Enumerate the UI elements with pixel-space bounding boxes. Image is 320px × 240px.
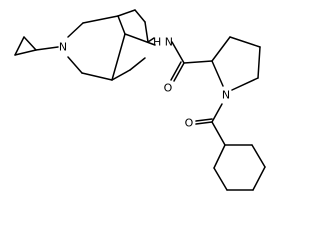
amide-nh-label: H N (153, 36, 173, 49)
amide-oxygen-label: O (164, 82, 173, 95)
pyrrolidine-nitrogen-label: N (222, 89, 230, 102)
svg-text:O: O (185, 117, 194, 130)
molecule-diagram: N H N O N O (14, 9, 266, 191)
azabicyclo-cage (67, 9, 156, 81)
cyclopropyl-ring (14, 36, 37, 56)
cyclopropyl-n-bond (35, 46, 59, 51)
acyl-oxygen-label: O (185, 117, 194, 130)
svg-text:N: N (222, 89, 230, 102)
ring-nitrogen-label: N (59, 41, 67, 54)
cyclohexanecarbonyl (195, 103, 226, 146)
amide-linkage (170, 41, 213, 82)
svg-text:H N: H N (153, 36, 173, 49)
cyclohexane-ring (213, 144, 266, 191)
cage-nh-bond (147, 37, 155, 43)
pyrrolidine-ring (211, 36, 261, 91)
svg-text:O: O (164, 82, 173, 95)
svg-text:N: N (59, 41, 67, 54)
